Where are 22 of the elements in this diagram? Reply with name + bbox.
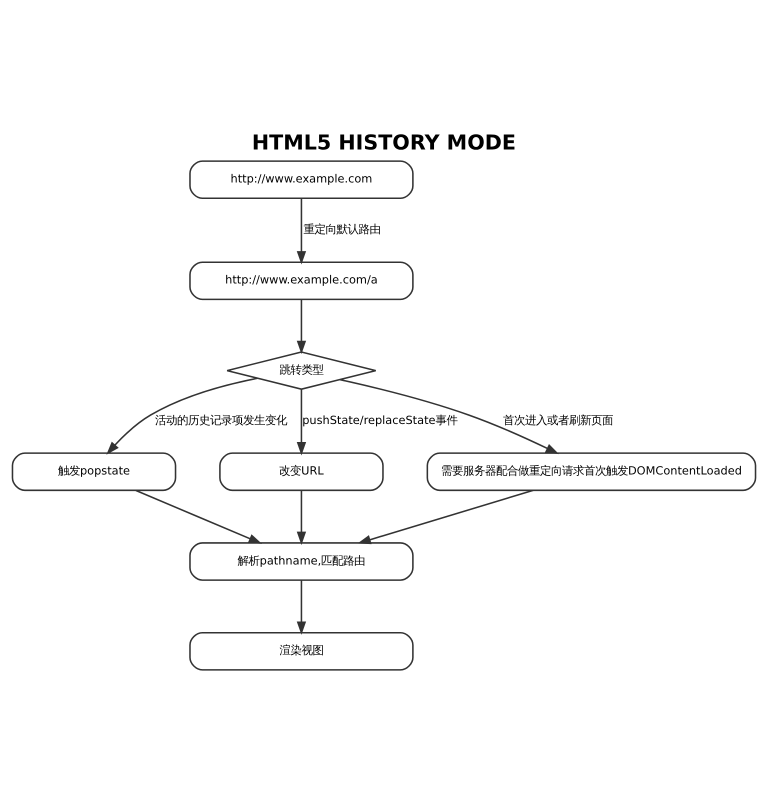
arrow — [136, 490, 262, 544]
edge-label: 首次进入或者刷新页面 — [502, 413, 613, 428]
arrow — [296, 490, 306, 546]
edge-label: pushState/replaceState事件 — [302, 413, 458, 428]
arrow — [296, 300, 306, 354]
edge-label: 重定向默认路由 — [304, 222, 381, 236]
arrow — [296, 198, 306, 265]
node-box: 解析pathname,匹配路由 — [189, 542, 414, 581]
arrow — [296, 389, 306, 456]
edge-label: 活动的历史记录项发生变化 — [154, 413, 287, 428]
node-box: 需要服务器配合做重定向请求首次触发DOMContentLoaded — [426, 452, 756, 492]
diagram-title: HTML5 HISTORY MODE — [252, 130, 516, 155]
node-box: http://www.example.com — [189, 160, 414, 200]
arrow — [357, 490, 534, 544]
node-box: 改变URL — [219, 452, 384, 492]
node-diamond: 跳转类型 — [226, 351, 377, 390]
arrow — [106, 378, 258, 455]
node-box: 触发popstate — [12, 452, 176, 492]
arrow — [340, 378, 559, 454]
arrow — [296, 580, 306, 635]
node-box: 渲染视图 — [189, 632, 414, 671]
node-box: http://www.example.com/a — [189, 261, 414, 300]
